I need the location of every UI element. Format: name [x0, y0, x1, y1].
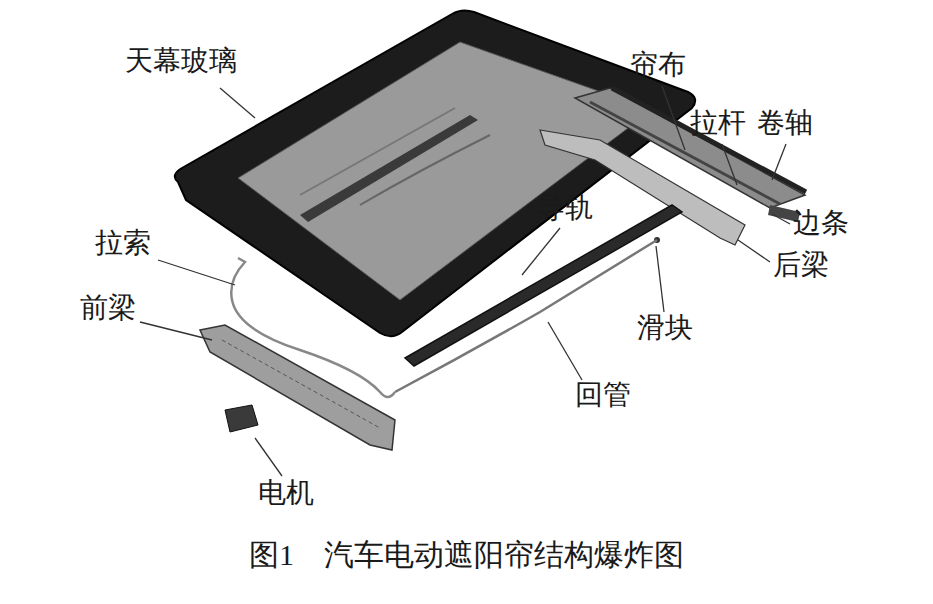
- part-label: 帘布: [630, 50, 686, 81]
- part-label: 滑块: [637, 313, 693, 344]
- return-tube: [395, 240, 657, 392]
- cable-upper: [300, 108, 455, 195]
- part-label: 后梁: [773, 250, 829, 281]
- part-label: 前梁: [80, 293, 136, 324]
- part-label: 边条: [793, 208, 849, 239]
- part-label: 回管: [575, 380, 631, 411]
- glass-rail-shadow: [360, 135, 490, 205]
- part-label: 拉索: [95, 228, 151, 259]
- part-label: 电机: [258, 478, 314, 509]
- part-label: 卷轴: [757, 108, 813, 139]
- part-label: 导轨: [537, 193, 593, 224]
- glass-shadow: [300, 115, 478, 222]
- figure-caption: 图1 汽车电动遮阳帘结构爆炸图: [249, 538, 684, 571]
- front-beam: [200, 325, 395, 450]
- motor: [225, 405, 258, 432]
- leader-lines: [140, 86, 790, 476]
- part-label: 拉杆: [690, 108, 746, 139]
- part-label: 天幕玻璃: [125, 46, 237, 77]
